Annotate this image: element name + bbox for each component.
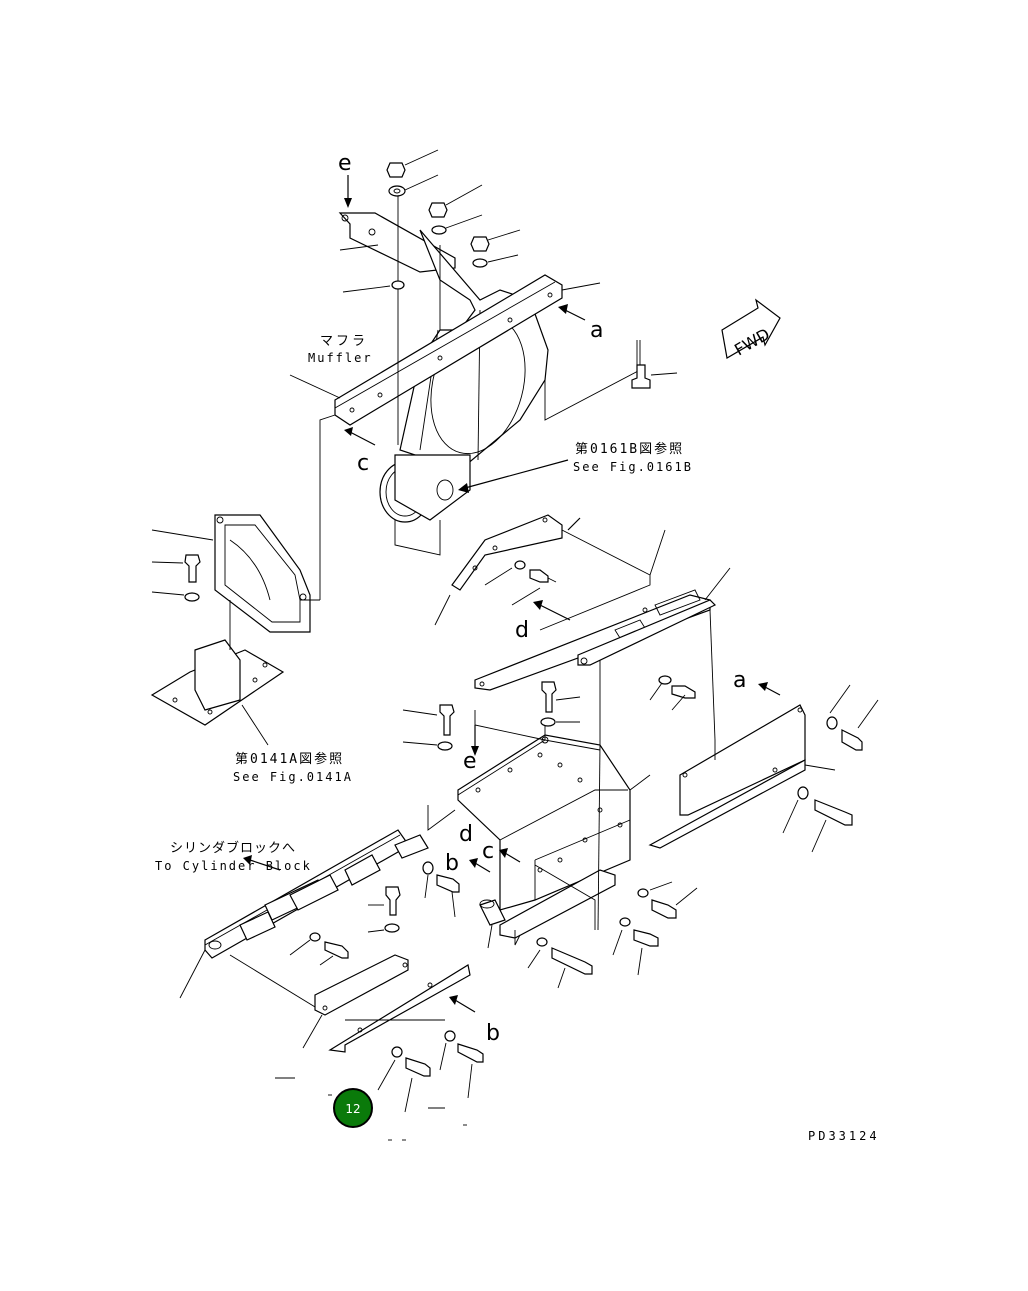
muffler-bracket-group xyxy=(334,195,641,556)
see-fig-0161b-jp: 第0161B図参照 xyxy=(575,441,684,457)
arrow-label-b-bottom: b xyxy=(486,1021,500,1046)
drawing-number: PD33124 xyxy=(808,1129,880,1143)
callout-number: 12 xyxy=(345,1102,360,1116)
arrow-label-d-middle: d xyxy=(515,618,529,643)
top-hardware xyxy=(289,149,601,399)
callout-badge[interactable]: 12 xyxy=(333,1088,373,1128)
see-fig-0141a-jp: 第0141A図参照 xyxy=(235,751,344,767)
middle-bracket-group xyxy=(434,514,731,741)
see-fig-0161b-en: See Fig.0161B xyxy=(573,460,693,474)
muffler-label-jp: マフラ xyxy=(320,334,368,349)
bolt-right-top xyxy=(631,340,678,389)
cylinder-block-label-en: To Cylinder Block xyxy=(155,859,312,873)
right-angle-bracket xyxy=(597,684,879,931)
lower-left-bracket-group xyxy=(179,805,484,1141)
bolt-center-left xyxy=(402,704,546,751)
arrow-label-c-top: c xyxy=(357,451,369,476)
arrow-label-b-lower: b xyxy=(445,851,459,876)
arrow-label-e-top: e xyxy=(338,151,352,176)
reference-arrows xyxy=(243,175,781,1013)
central-box-bracket xyxy=(457,660,651,949)
callout-circle[interactable] xyxy=(333,1088,373,1128)
arrow-label-c-lower: c xyxy=(482,839,494,864)
bolts-right-of-box xyxy=(527,864,698,989)
see-fig-0141a-en: See Fig.0141A xyxy=(233,770,353,784)
arrow-label-d-lower: d xyxy=(459,822,473,847)
arrow-label-a-top: a xyxy=(590,318,603,343)
arrow-label-a-right: a xyxy=(733,668,746,693)
cylinder-block-label-jp: シリンダブロックへ xyxy=(170,840,296,856)
left-bracket-group xyxy=(150,414,336,746)
muffler-label-en: Muffler xyxy=(308,351,373,365)
fwd-direction-arrow: FWD xyxy=(721,298,781,359)
arrow-label-e-center: e xyxy=(463,749,477,774)
text-labels: e a c d a e d b c b マフラ Muffler 第0161B図参… xyxy=(155,151,880,1143)
